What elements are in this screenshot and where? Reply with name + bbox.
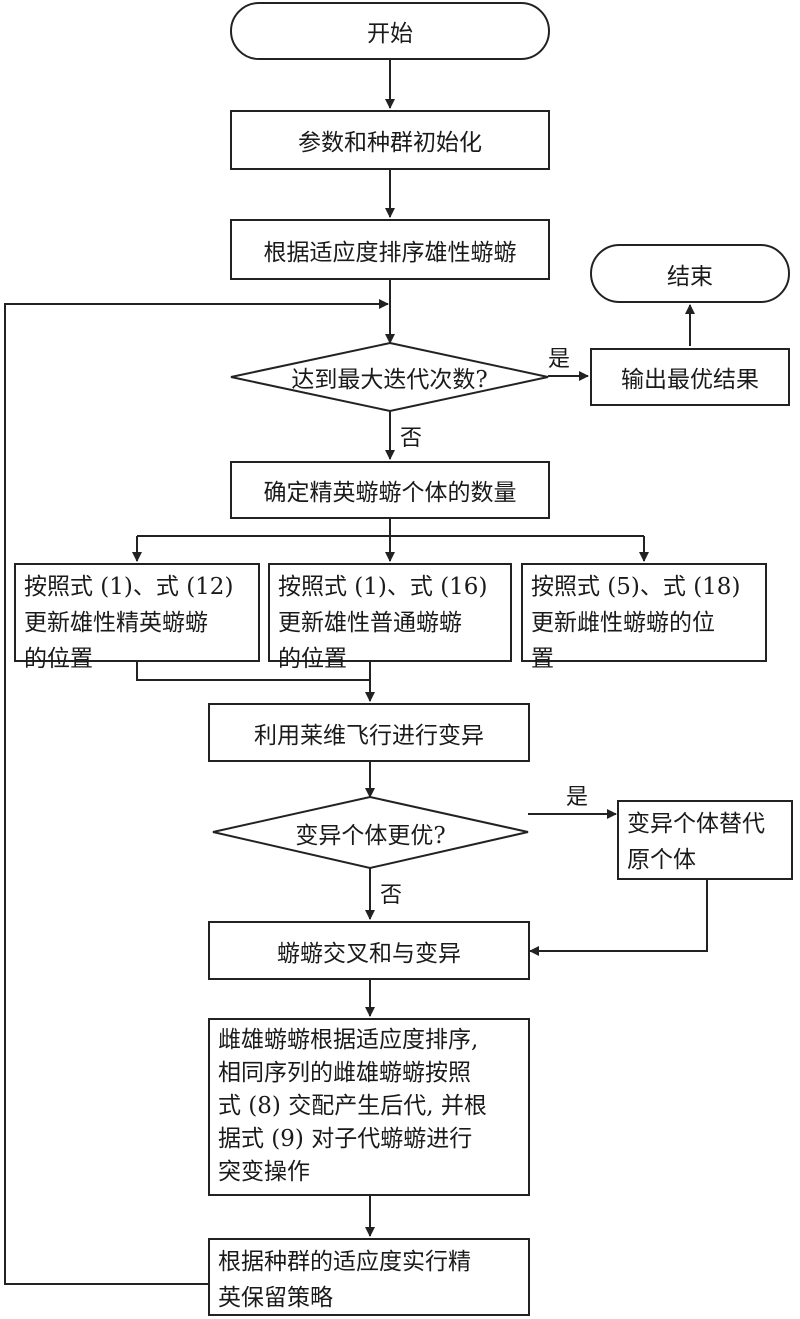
replace-label: 变异个体替代 原个体 — [627, 811, 765, 873]
update-elite-node: 按照式 (1)、式 (12) 更新雄性精英蝣蝣 的位置 — [14, 563, 260, 672]
better-text: 变异个体更优? — [295, 822, 446, 849]
elite-count-label: 确定精英蝣蝣个体的数量 — [263, 480, 517, 506]
crossover-node: 蝣蝣交叉和与变异 — [208, 921, 530, 980]
sort-male-node: 根据适应度排序雄性蝣蝣 — [230, 219, 550, 280]
output-label: 输出最优结果 — [621, 367, 759, 393]
levy-label: 利用莱维飞行进行变异 — [254, 722, 484, 749]
yes-label-1: 是 — [548, 347, 571, 372]
mating-node: 雌雄蝣蝣根据适应度排序, 相同序列的雌雄蝣蝣按照 式 (8) 交配产生后代, 并… — [208, 1018, 530, 1196]
sort-male-label: 根据适应度排序雄性蝣蝣 — [263, 239, 517, 266]
update-normal-node: 按照式 (1)、式 (16) 更新雄性普通蝣蝣 的位置 — [268, 563, 512, 672]
elitism-label: 根据种群的适应度实行精 英保留策略 — [218, 1249, 471, 1311]
arrow-replace-crossover — [529, 880, 708, 956]
elite-count-node: 确定精英蝣蝣个体的数量 — [230, 461, 550, 519]
no-label-2: 否 — [380, 883, 403, 908]
end-node: 结束 — [590, 244, 790, 303]
start-label: 开始 — [367, 21, 413, 47]
better-decision-label: 变异个体更优? — [213, 797, 528, 868]
mating-label: 雌雄蝣蝣根据适应度排序, 相同序列的雌雄蝣蝣按照 式 (8) 交配产生后代, 并… — [218, 1027, 487, 1185]
loop-back-line — [4, 299, 389, 1285]
update-female-label: 按照式 (5)、式 (18) 更新雌性蝣蝣的位 置 — [531, 574, 741, 672]
elitism-node: 根据种群的适应度实行精 英保留策略 — [208, 1238, 530, 1316]
levy-node: 利用莱维飞行进行变异 — [208, 703, 530, 762]
init-node: 参数和种群初始化 — [230, 110, 550, 170]
replace-node: 变异个体替代 原个体 — [617, 800, 793, 880]
max-iter-decision-label: 达到最大迭代次数? — [231, 343, 548, 411]
max-iter-text: 达到最大迭代次数? — [291, 367, 488, 393]
end-label: 结束 — [667, 263, 713, 290]
merge-lines — [136, 662, 370, 681]
start-node: 开始 — [230, 2, 550, 60]
no-label-1: 否 — [400, 426, 423, 451]
init-label: 参数和种群初始化 — [298, 130, 482, 156]
output-node: 输出最优结果 — [590, 348, 790, 406]
update-elite-label: 按照式 (1)、式 (12) 更新雄性精英蝣蝣 的位置 — [24, 574, 234, 672]
update-normal-label: 按照式 (1)、式 (16) 更新雄性普通蝣蝣 的位置 — [278, 574, 488, 672]
decision-diamond-max-iter — [230, 341, 549, 413]
yes-label-2: 是 — [566, 785, 589, 810]
crossover-label: 蝣蝣交叉和与变异 — [277, 940, 461, 967]
decision-diamond-better — [212, 795, 529, 870]
update-female-node: 按照式 (5)、式 (18) 更新雌性蝣蝣的位 置 — [521, 563, 767, 672]
